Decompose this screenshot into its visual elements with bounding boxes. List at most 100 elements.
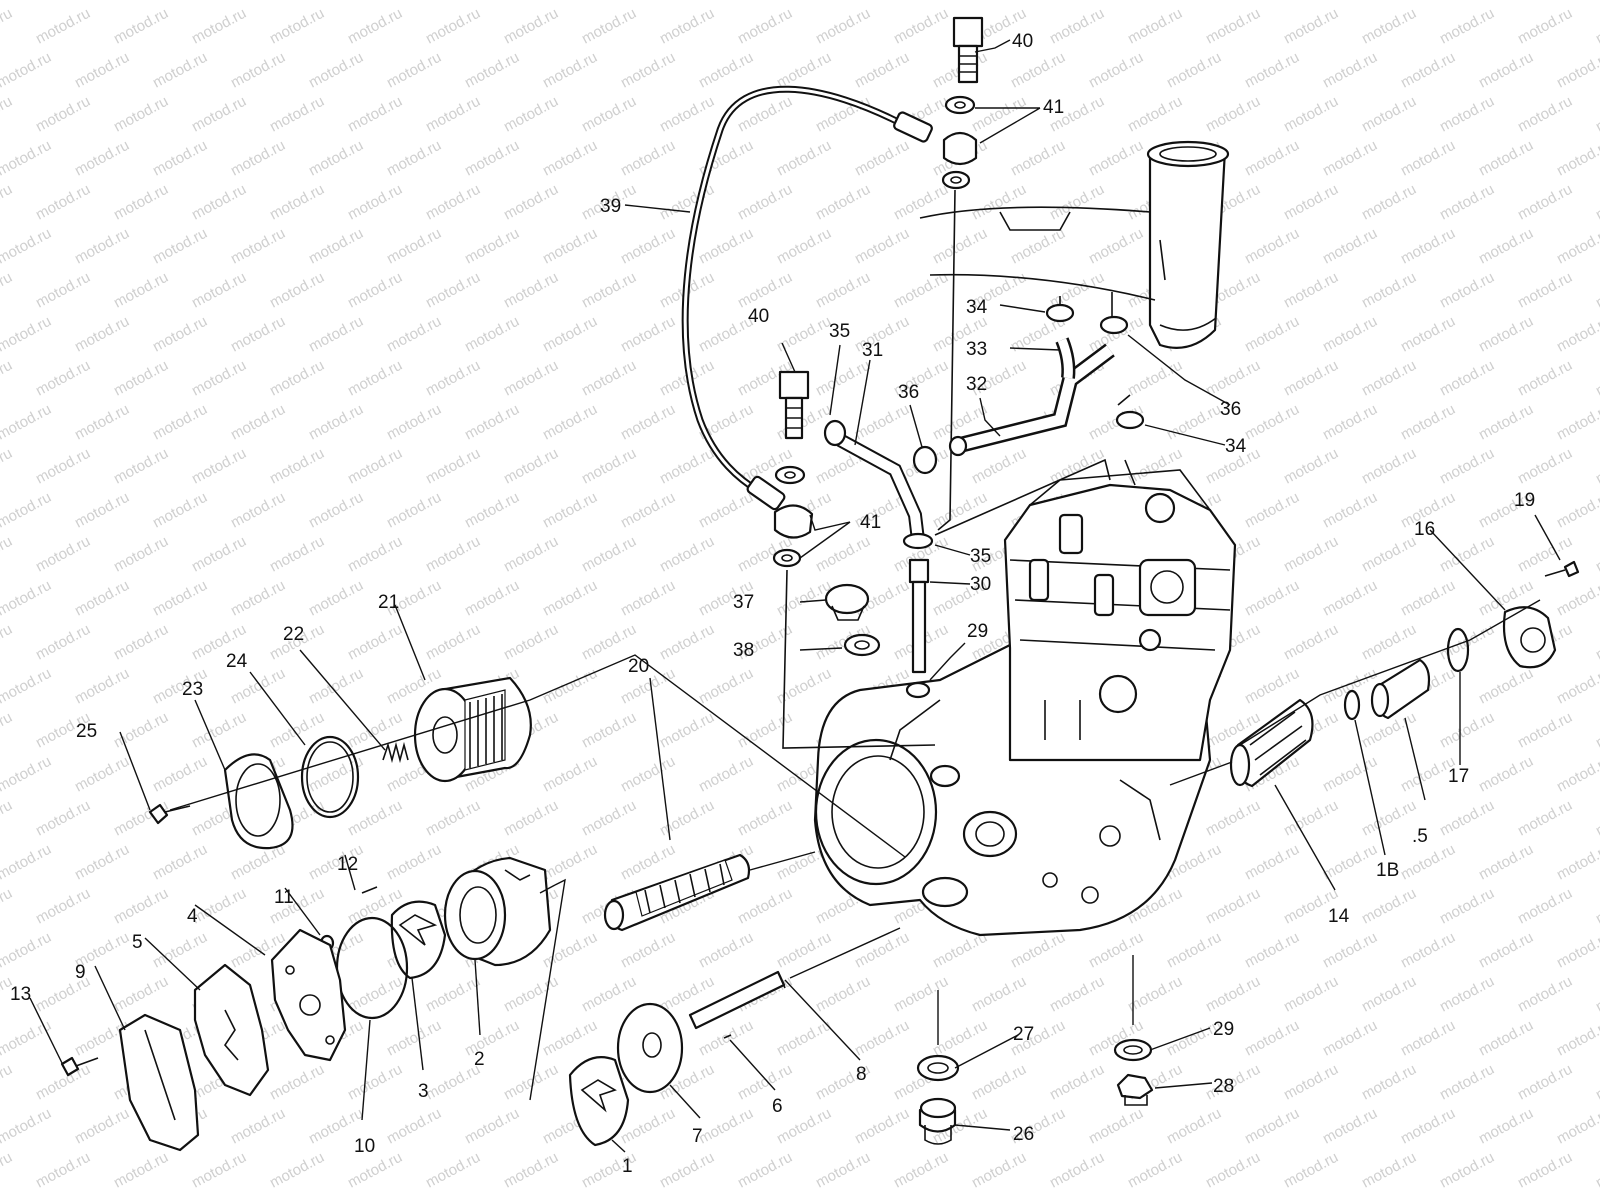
watermark-text: motod.ru: [150, 0, 210, 4]
watermark-text: motod.ru: [1554, 49, 1600, 92]
watermark-text: motod.ru: [1320, 1105, 1380, 1148]
watermark-text: motod.ru: [813, 181, 873, 224]
watermark-text: motod.ru: [72, 489, 132, 532]
pump-body-2: [443, 856, 552, 967]
watermark-text: motod.ru: [1086, 49, 1146, 92]
watermark-text: motod.ru: [423, 93, 483, 136]
callout-16: 16: [1414, 519, 1435, 540]
callout-7: 7: [692, 1126, 703, 1147]
callout-35-top: 35: [829, 321, 850, 342]
watermark-text: motod.ru: [306, 665, 366, 708]
watermark-text: motod.ru: [345, 1061, 405, 1104]
watermark-text: motod.ru: [1437, 445, 1497, 488]
watermark-text: motod.ru: [267, 445, 327, 488]
watermark-text: motod.ru: [1164, 49, 1224, 92]
watermark-text: motod.ru: [189, 709, 249, 752]
watermark-text: motod.ru: [1476, 137, 1536, 180]
watermark-text: motod.ru: [1047, 181, 1107, 224]
watermark-text: motod.ru: [1203, 5, 1263, 48]
watermark-text: motod.ru: [1047, 1149, 1107, 1192]
watermark-text: motod.ru: [657, 709, 717, 752]
watermark-text: motod.ru: [813, 973, 873, 1016]
callout-31: 31: [862, 340, 883, 361]
watermark-text: motod.ru: [1593, 1061, 1600, 1104]
filler-cap-37: [824, 583, 870, 621]
watermark-text: motod.ru: [1359, 885, 1419, 928]
watermark-text: motod.ru: [1554, 225, 1600, 268]
watermark-text: motod.ru: [72, 1105, 132, 1148]
callout-28: 28: [1213, 1076, 1234, 1097]
watermark-text: motod.ru: [930, 225, 990, 268]
watermark-text: motod.ru: [111, 181, 171, 224]
watermark-text: motod.ru: [1008, 929, 1068, 972]
watermark-text: motod.ru: [228, 489, 288, 532]
watermark-text: motod.ru: [852, 0, 912, 4]
watermark-text: motod.ru: [1593, 533, 1600, 576]
watermark-text: motod.ru: [774, 137, 834, 180]
watermark-text: motod.ru: [657, 5, 717, 48]
watermark-text: motod.ru: [111, 5, 171, 48]
watermark-text: motod.ru: [1554, 313, 1600, 356]
oil-pipe-31: [823, 419, 934, 699]
watermark-text: motod.ru: [579, 797, 639, 840]
callout-22: 22: [283, 624, 304, 645]
watermark-text: motod.ru: [33, 621, 93, 664]
watermark-text: motod.ru: [1476, 0, 1536, 4]
watermark-text: motod.ru: [540, 137, 600, 180]
watermark-text: motod.ru: [1359, 797, 1419, 840]
watermark-text: motod.ru: [111, 1149, 171, 1192]
watermark-text: motod.ru: [1359, 1149, 1419, 1192]
watermark-text: motod.ru: [0, 577, 54, 620]
watermark-text: motod.ru: [1515, 181, 1575, 224]
watermark-text: motod.ru: [267, 357, 327, 400]
watermark-text: motod.ru: [462, 137, 522, 180]
watermark-text: motod.ru: [33, 1149, 93, 1192]
callout-25: 25: [76, 721, 97, 742]
watermark-text: motod.ru: [1554, 1105, 1600, 1148]
engine-block: [813, 469, 1237, 937]
watermark-text: motod.ru: [1320, 489, 1380, 532]
watermark-text: motod.ru: [0, 621, 15, 664]
watermark-text: motod.ru: [540, 225, 600, 268]
watermark-text: motod.ru: [345, 445, 405, 488]
watermark-text: motod.ru: [774, 1105, 834, 1148]
callout-20: 20: [628, 656, 649, 677]
watermark-text: motod.ru: [930, 0, 990, 4]
watermark-text: motod.ru: [1203, 357, 1263, 400]
watermark-text: motod.ru: [969, 973, 1029, 1016]
filter-axis: [169, 654, 906, 858]
watermark-text: motod.ru: [1554, 1017, 1600, 1060]
watermark-text: motod.ru: [0, 665, 54, 708]
watermark-text: motod.ru: [1281, 621, 1341, 664]
watermark-text: motod.ru: [1554, 665, 1600, 708]
watermark-text: motod.ru: [618, 841, 678, 884]
watermark-text: motod.ru: [774, 313, 834, 356]
watermark-text: motod.ru: [774, 665, 834, 708]
watermark-text: motod.ru: [1320, 929, 1380, 972]
watermark-text: motod.ru: [1242, 137, 1302, 180]
watermark-text: motod.ru: [462, 1017, 522, 1060]
callout-24: 24: [226, 651, 248, 672]
callout-41-left: 41: [860, 512, 881, 533]
watermark-text: motod.ru: [1476, 49, 1536, 92]
watermark-text: motod.ru: [1398, 401, 1458, 444]
watermark-text: motod.ru: [1476, 313, 1536, 356]
watermark-text: motod.ru: [540, 665, 600, 708]
watermark-text: motod.ru: [462, 401, 522, 444]
watermark-text: motod.ru: [735, 1061, 795, 1104]
watermark-text: motod.ru: [1320, 0, 1380, 4]
watermark-text: motod.ru: [306, 0, 366, 4]
watermark-text: motod.ru: [540, 49, 600, 92]
watermark-text: motod.ru: [657, 1149, 717, 1192]
watermark-text: motod.ru: [1476, 841, 1536, 884]
watermark-text: motod.ru: [1554, 0, 1600, 4]
screw-13: [60, 1056, 99, 1077]
watermark-text: motod.ru: [150, 489, 210, 532]
watermark-text: motod.ru: [657, 533, 717, 576]
callout-2: 2: [474, 1049, 485, 1070]
watermark-text: motod.ru: [1554, 489, 1600, 532]
watermark-text: motod.ru: [0, 709, 15, 752]
watermark-text: motod.ru: [1554, 137, 1600, 180]
watermark-text: motod.ru: [579, 93, 639, 136]
watermark-text: motod.ru: [1515, 797, 1575, 840]
